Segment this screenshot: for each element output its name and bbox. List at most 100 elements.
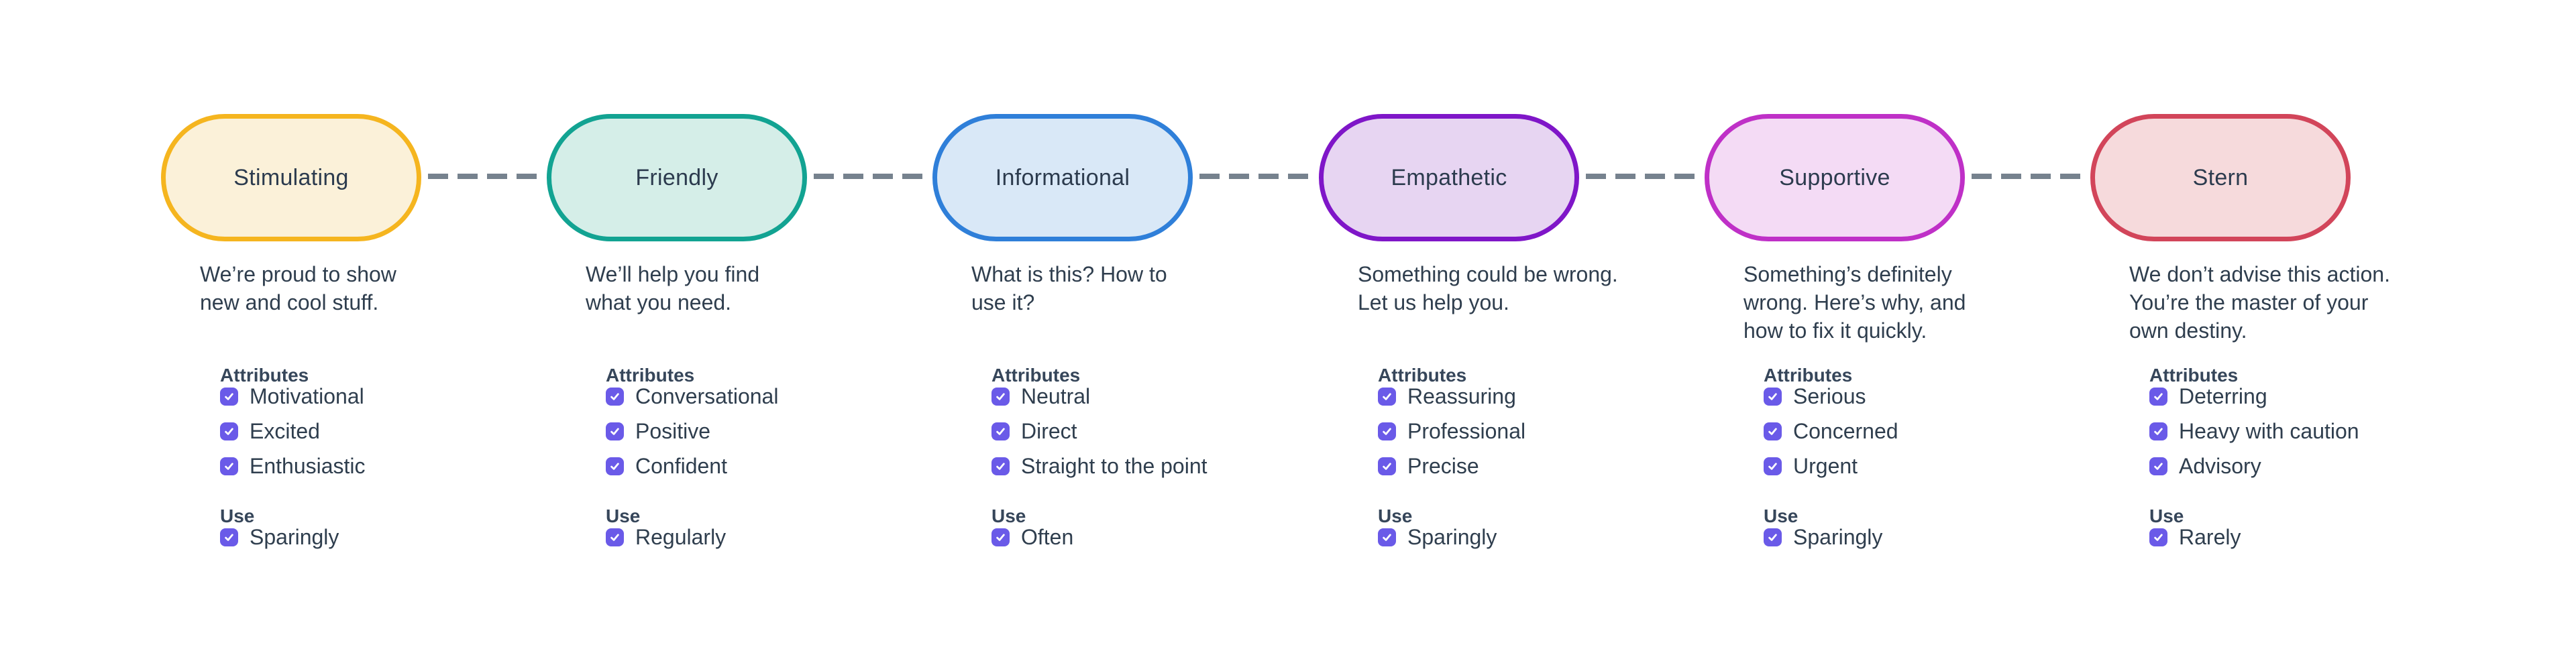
attribute-label: Straight to the point: [1021, 454, 1208, 478]
check-icon: [225, 534, 233, 541]
use-heading: Use: [2149, 506, 2184, 526]
use-group: Use Rarely: [2149, 505, 2406, 549]
checkbox-checked[interactable]: [991, 528, 1010, 546]
tone-column-empathetic: Empathetic Something could be wrong. Let…: [1319, 114, 1634, 549]
attributes-group: Attributes Conversational Positive Confi…: [606, 364, 862, 478]
attribute-label: Advisory: [2179, 454, 2261, 478]
attribute-row: Excited: [220, 419, 476, 443]
check-icon: [225, 463, 233, 470]
attributes-group: Attributes Motivational Excited Enthusia…: [220, 364, 476, 478]
check-icon: [2154, 393, 2163, 400]
check-icon: [1768, 534, 1777, 541]
checkbox-checked[interactable]: [1764, 528, 1782, 546]
checkbox-checked[interactable]: [1378, 457, 1396, 475]
checkbox-checked[interactable]: [991, 422, 1010, 440]
tone-column-friendly: Friendly We’ll help you find what you ne…: [547, 114, 862, 549]
attribute-label: Neutral: [1021, 384, 1091, 408]
use-heading: Use: [1378, 506, 1413, 526]
tone-column-supportive: Supportive Something’s definitely wrong.…: [1705, 114, 2020, 549]
checkbox-checked[interactable]: [606, 388, 624, 406]
use-label: Sparingly: [250, 525, 339, 549]
use-group: Use Sparingly: [1378, 505, 1634, 549]
attribute-label: Serious: [1793, 384, 1866, 408]
tone-description: We’ll help you find what you need.: [586, 262, 760, 314]
attributes-group: Attributes Serious Concerned Urgent: [1764, 364, 2020, 478]
attribute-row: Urgent: [1764, 454, 2020, 478]
tone-name: Stimulating: [233, 164, 349, 190]
checkbox-checked[interactable]: [1764, 388, 1782, 406]
use-row: Regularly: [606, 525, 862, 549]
attribute-label: Motivational: [250, 384, 364, 408]
check-icon: [2154, 463, 2163, 470]
check-icon: [610, 463, 619, 470]
attribute-label: Urgent: [1793, 454, 1858, 478]
checkbox-checked[interactable]: [2149, 422, 2167, 440]
attributes-group: Attributes Reassuring Professional Preci…: [1378, 364, 1634, 478]
use-label: Sparingly: [1793, 525, 1883, 549]
attribute-row: Straight to the point: [991, 454, 1248, 478]
attribute-label: Reassuring: [1407, 384, 1516, 408]
tone-node: Stern: [2090, 114, 2351, 241]
attribute-row: Motivational: [220, 384, 476, 408]
checkbox-checked[interactable]: [2149, 388, 2167, 406]
checkbox-checked[interactable]: [1378, 422, 1396, 440]
use-heading: Use: [606, 506, 641, 526]
use-heading: Use: [991, 506, 1026, 526]
attribute-label: Heavy with caution: [2179, 419, 2359, 443]
check-icon: [1383, 463, 1391, 470]
attribute-row: Enthusiastic: [220, 454, 476, 478]
attribute-label: Precise: [1407, 454, 1479, 478]
attribute-row: Conversational: [606, 384, 862, 408]
checkbox-checked[interactable]: [606, 528, 624, 546]
check-icon: [1768, 463, 1777, 470]
check-icon: [2154, 534, 2163, 541]
tone-name: Stern: [2192, 164, 2249, 190]
check-icon: [225, 428, 233, 435]
checkbox-checked[interactable]: [220, 422, 238, 440]
tone-name: Supportive: [1779, 164, 1890, 190]
checkbox-checked[interactable]: [606, 457, 624, 475]
use-row: Often: [991, 525, 1248, 549]
checkbox-checked[interactable]: [606, 422, 624, 440]
checkbox-checked[interactable]: [220, 457, 238, 475]
use-label: Regularly: [635, 525, 727, 549]
use-row: Rarely: [2149, 525, 2406, 549]
attribute-row: Confident: [606, 454, 862, 478]
check-icon: [225, 393, 233, 400]
attribute-row: Professional: [1378, 419, 1634, 443]
use-label: Rarely: [2179, 525, 2241, 549]
tone-node: Informational: [932, 114, 1193, 241]
check-icon: [2154, 428, 2163, 435]
check-icon: [1383, 428, 1391, 435]
checkbox-checked[interactable]: [991, 388, 1010, 406]
checkbox-checked[interactable]: [220, 528, 238, 546]
attribute-label: Excited: [250, 419, 320, 443]
check-icon: [610, 393, 619, 400]
attribute-row: Positive: [606, 419, 862, 443]
attribute-row: Direct: [991, 419, 1248, 443]
use-heading: Use: [1764, 506, 1799, 526]
tone-description: What is this? How to use it?: [971, 262, 1167, 314]
attribute-label: Direct: [1021, 419, 1077, 443]
checkbox-checked[interactable]: [2149, 528, 2167, 546]
checkbox-checked[interactable]: [1764, 457, 1782, 475]
checkbox-checked[interactable]: [220, 388, 238, 406]
checkbox-checked[interactable]: [1378, 388, 1396, 406]
check-icon: [996, 534, 1005, 541]
check-icon: [996, 463, 1005, 470]
attribute-label: Concerned: [1793, 419, 1898, 443]
attribute-row: Heavy with caution: [2149, 419, 2406, 443]
attribute-row: Concerned: [1764, 419, 2020, 443]
checkbox-checked[interactable]: [1378, 528, 1396, 546]
tone-column-stern: Stern We don’t advise this action. You’r…: [2090, 114, 2406, 549]
use-label: Sparingly: [1407, 525, 1497, 549]
dashed-connector: [1972, 174, 2080, 179]
attributes-heading: Attributes: [1764, 365, 1853, 386]
checkbox-checked[interactable]: [1764, 422, 1782, 440]
checkbox-checked[interactable]: [2149, 457, 2167, 475]
tone-description: Something’s definitely wrong. Here’s why…: [1743, 262, 1966, 343]
checkbox-checked[interactable]: [991, 457, 1010, 475]
check-icon: [1383, 393, 1391, 400]
check-icon: [996, 428, 1005, 435]
attribute-row: Reassuring: [1378, 384, 1634, 408]
